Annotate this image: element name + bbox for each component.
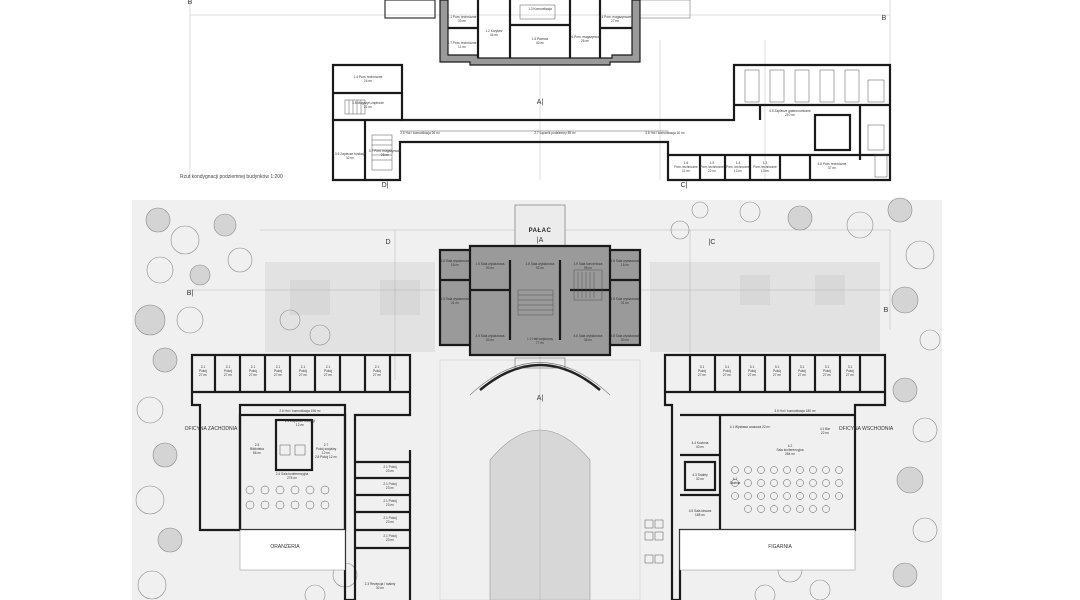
west-wing: OFICYNA ZACHODNIA ORANŻERIA [185, 353, 412, 600]
room-label: 4.1 Wystawa czasowa 22 m² [730, 425, 771, 429]
axis-a-site: |A [537, 237, 544, 244]
east-wing-title: OFICYNA WSCHODNIA [839, 426, 894, 432]
axis-b-site-right: B [884, 307, 889, 314]
room-label: 2.6 Hol / komunikacja 26 m² [400, 131, 440, 135]
plan-caption: Rzut kondygnacji podziemnej budynków 1:2… [180, 174, 283, 180]
palace-basement-outline [439, 0, 641, 66]
axis-c-site: |C [709, 239, 716, 246]
room-label: 2.7 Łącznik podziemny 85 m² [534, 131, 575, 135]
room-label: 2.6 Hol / komunikacja 196 m² [279, 409, 320, 413]
orangery-title: ORANŻERIA [270, 543, 300, 550]
room-label: 3.6 Hol / komunikacja 30 m² [645, 131, 685, 135]
axis-c-top: C| [681, 182, 688, 189]
trees-east [670, 197, 941, 600]
axis-b-top: B [188, 0, 193, 6]
axis-d-top: D| [382, 182, 389, 189]
east-wing: OFICYNA WSCHODNIA FIGARNIA [644, 353, 894, 600]
axis-b-site-left: B| [187, 290, 194, 297]
room-label: 1.3 Komunikacja [528, 7, 552, 11]
figarnia-title: FIGARNIA [768, 544, 792, 550]
room-label: 2.8 Pokój 12 m² [315, 455, 337, 459]
palace: PAŁAC [438, 204, 642, 396]
room-label: 3.5 Hol / komunikacja 180 m² [774, 409, 815, 413]
palace-title: PAŁAC [529, 228, 552, 234]
axis-a-top: A| [537, 99, 544, 106]
axis-d-site: D [385, 239, 390, 246]
axis-a-bottom: A| [537, 395, 544, 402]
trees-west [134, 207, 358, 600]
west-wing-title: OFICYNA ZACHODNIA [185, 426, 238, 432]
axis-b-top-right: B [882, 15, 887, 22]
